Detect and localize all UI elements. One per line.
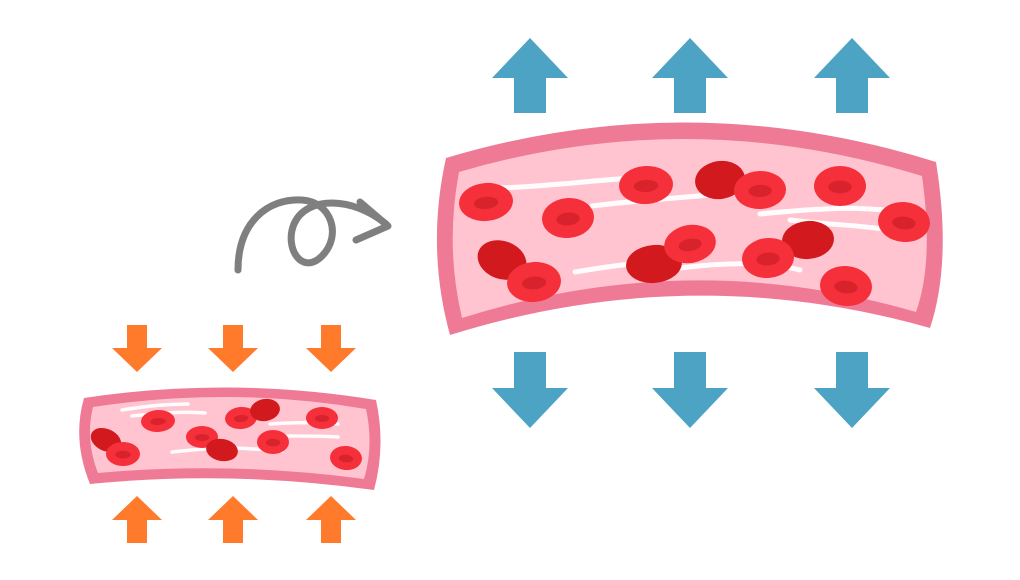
red-blood-cell: [141, 409, 175, 433]
red-blood-cells: [459, 160, 930, 307]
dilate-arrow-down-icon: [814, 352, 890, 428]
red-blood-cell: [542, 197, 594, 239]
constrict-arrow-up-icon: [112, 496, 162, 543]
red-blood-cell: [734, 170, 786, 210]
red-blood-cell: [306, 407, 338, 429]
dilate-arrow-down-icon: [492, 352, 568, 428]
dilate-arrow-up-icon: [652, 38, 728, 113]
red-blood-cell: [878, 201, 930, 243]
red-blood-cell: [507, 261, 561, 303]
curly-arrow-icon: [234, 196, 392, 274]
red-blood-cell-dark: [695, 160, 745, 200]
constrict-arrow-down-icon: [306, 325, 356, 372]
red-blood-cell: [742, 237, 794, 279]
red-blood-cell: [820, 265, 872, 307]
red-blood-cell: [459, 182, 513, 222]
dilate-arrow-up-icon: [492, 38, 568, 113]
red-blood-cell: [664, 224, 716, 264]
red-blood-cell-dark: [206, 438, 238, 462]
red-blood-cell-dark: [782, 220, 834, 260]
dilate-arrows: [492, 38, 890, 428]
red-blood-cell: [225, 406, 257, 430]
red-blood-cell: [814, 166, 866, 206]
constricted-vessel: [79, 387, 381, 490]
red-blood-cell: [619, 165, 673, 205]
red-blood-cell: [106, 442, 140, 466]
constrict-arrow-down-icon: [112, 325, 162, 372]
constrict-arrow-down-icon: [208, 325, 258, 372]
dilate-arrow-down-icon: [652, 352, 728, 428]
constrict-arrow-up-icon: [208, 496, 258, 543]
constrict-arrow-up-icon: [306, 496, 356, 543]
red-blood-cell: [330, 445, 362, 471]
red-blood-cells: [90, 398, 362, 471]
dilated-vessel: [436, 122, 943, 335]
constrict-arrows: [112, 325, 356, 543]
dilate-arrow-up-icon: [814, 38, 890, 113]
red-blood-cell-dark: [250, 398, 280, 422]
red-blood-cell: [257, 430, 289, 454]
